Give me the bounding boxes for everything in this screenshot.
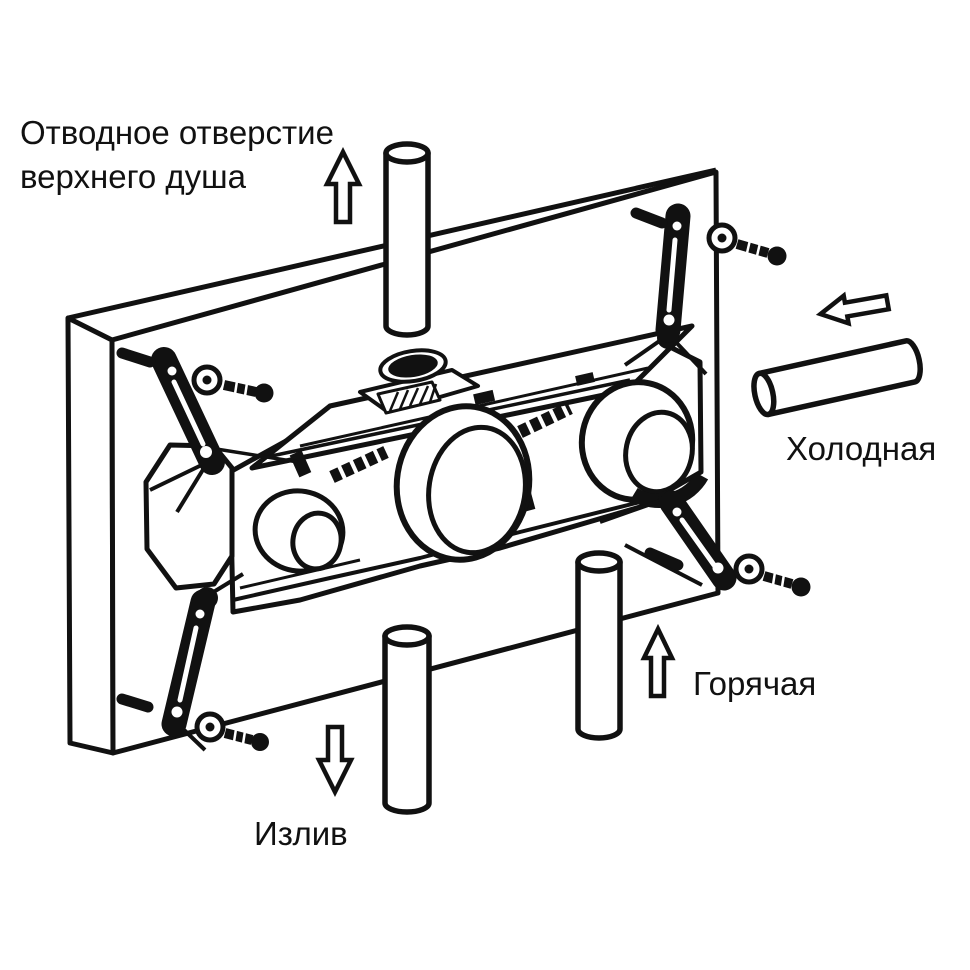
- cold-inlet-flow-arrow-left-icon: [815, 291, 892, 327]
- clamp-top-right: [623, 203, 787, 376]
- washer: [706, 222, 738, 254]
- label-cold: Холодная: [786, 430, 937, 467]
- valve-body: [143, 323, 709, 615]
- threaded-stud: [329, 446, 389, 483]
- knurled-section: [376, 380, 442, 415]
- wall-plug: [644, 547, 684, 571]
- clamp-bottom-right: [599, 490, 811, 597]
- label-shower-outlet-line1: Отводное отверстие: [20, 114, 334, 151]
- mounting-screw: [222, 380, 274, 403]
- threaded-stud: [517, 402, 573, 438]
- washer: [191, 364, 223, 396]
- cold-inlet-pipe: [751, 338, 923, 418]
- clamp-bottom-left: [116, 572, 269, 752]
- label-shower-outlet-line2: верхнего душа: [20, 158, 246, 195]
- label-hot: Горячая: [693, 665, 817, 702]
- washer: [733, 553, 765, 585]
- hot-inlet-pipe: [575, 550, 623, 741]
- mounting-screw: [735, 239, 787, 266]
- washer: [194, 711, 226, 743]
- left-port: [252, 488, 346, 574]
- wall-plug: [630, 207, 668, 229]
- wall-plug: [116, 693, 154, 713]
- label-spout: Излив: [254, 815, 348, 852]
- spout-pipe: [382, 624, 432, 815]
- hot-inlet-flow-arrow-up-icon: [640, 623, 676, 699]
- shower-outlet-pipe: [383, 141, 431, 338]
- spout-flow-arrow-down-icon: [315, 724, 355, 798]
- mounting-screw: [762, 571, 811, 597]
- right-port: [578, 379, 709, 508]
- top-port-opening: [388, 354, 438, 378]
- wall-plug: [116, 347, 156, 368]
- center-port: [393, 403, 533, 563]
- clamp-top-left: [116, 347, 299, 514]
- shower-outlet-flow-arrow-up-icon: [323, 146, 363, 225]
- mounting-screw: [223, 728, 269, 751]
